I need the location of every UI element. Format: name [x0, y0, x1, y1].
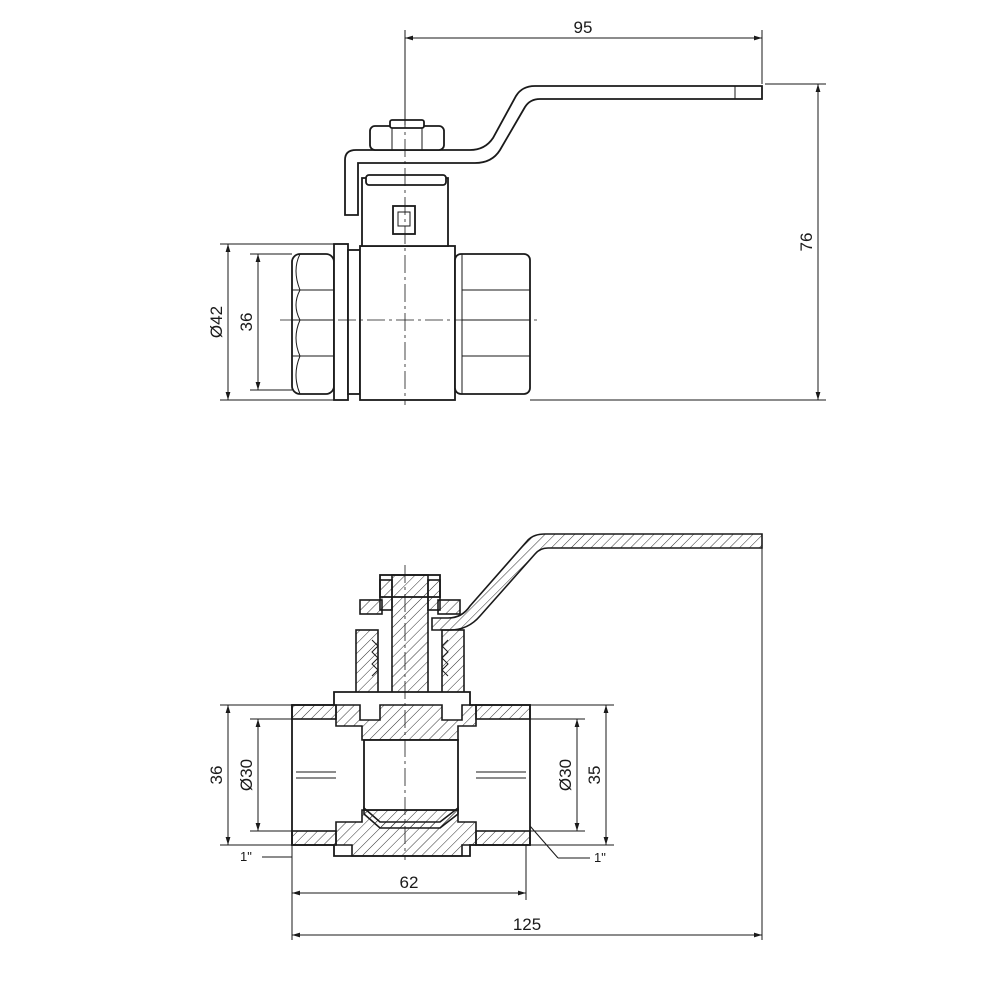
section-left-wall-top	[291, 704, 337, 720]
thread-left: 1"	[240, 845, 293, 864]
dim-right-hex-label: 35	[585, 766, 604, 785]
dim-body-length: 62	[291, 845, 527, 940]
thread-right-label: 1"	[594, 850, 606, 865]
section-housing-right	[441, 629, 465, 701]
stem-window	[392, 205, 416, 235]
dim-total-length-label: 125	[513, 915, 541, 934]
section-housing-left	[355, 629, 379, 701]
section-body-top	[335, 704, 477, 741]
dim-left-hex: 36	[207, 704, 292, 846]
dim-hex-label: 36	[237, 313, 256, 332]
left-hex-nut	[291, 253, 335, 395]
left-flange	[333, 243, 349, 401]
dim-total-length: 125	[292, 548, 763, 940]
dim-height-76: 76	[530, 83, 826, 401]
section-right-wall-top	[475, 704, 531, 720]
dim-right-bore: Ø30	[530, 718, 585, 832]
section-left-wall-bottom	[291, 830, 337, 846]
top-view: 95 76 Ø42 36	[207, 18, 826, 405]
dim-left-bore-label: Ø30	[237, 759, 256, 791]
thread-right: 1"	[529, 825, 606, 865]
section-right-wall-bottom	[475, 830, 531, 846]
dim-outer-diameter-label: Ø42	[207, 306, 226, 338]
section-handle	[431, 533, 763, 631]
dim-width-95: 95	[404, 18, 763, 125]
washer	[365, 174, 447, 186]
dim-right-bore-label: Ø30	[556, 759, 575, 791]
valve-body	[359, 245, 456, 401]
dim-left-hex-label: 36	[207, 766, 226, 785]
dim-outer-diameter: Ø42	[207, 243, 334, 401]
right-hex-nut	[454, 253, 531, 395]
dim-left-bore: Ø30	[237, 718, 292, 832]
dim-width-label: 95	[574, 18, 593, 37]
top-nut	[369, 125, 445, 151]
left-collar	[347, 249, 361, 395]
section-view: 36 Ø30 Ø30 35 1" 1"	[207, 533, 763, 940]
dim-body-length-label: 62	[400, 873, 419, 892]
dim-hex-36: 36	[237, 253, 292, 391]
thread-left-label: 1"	[240, 849, 252, 864]
dim-right-hex: 35	[530, 704, 614, 846]
section-ball	[363, 739, 459, 811]
dim-height-label: 76	[797, 233, 816, 252]
